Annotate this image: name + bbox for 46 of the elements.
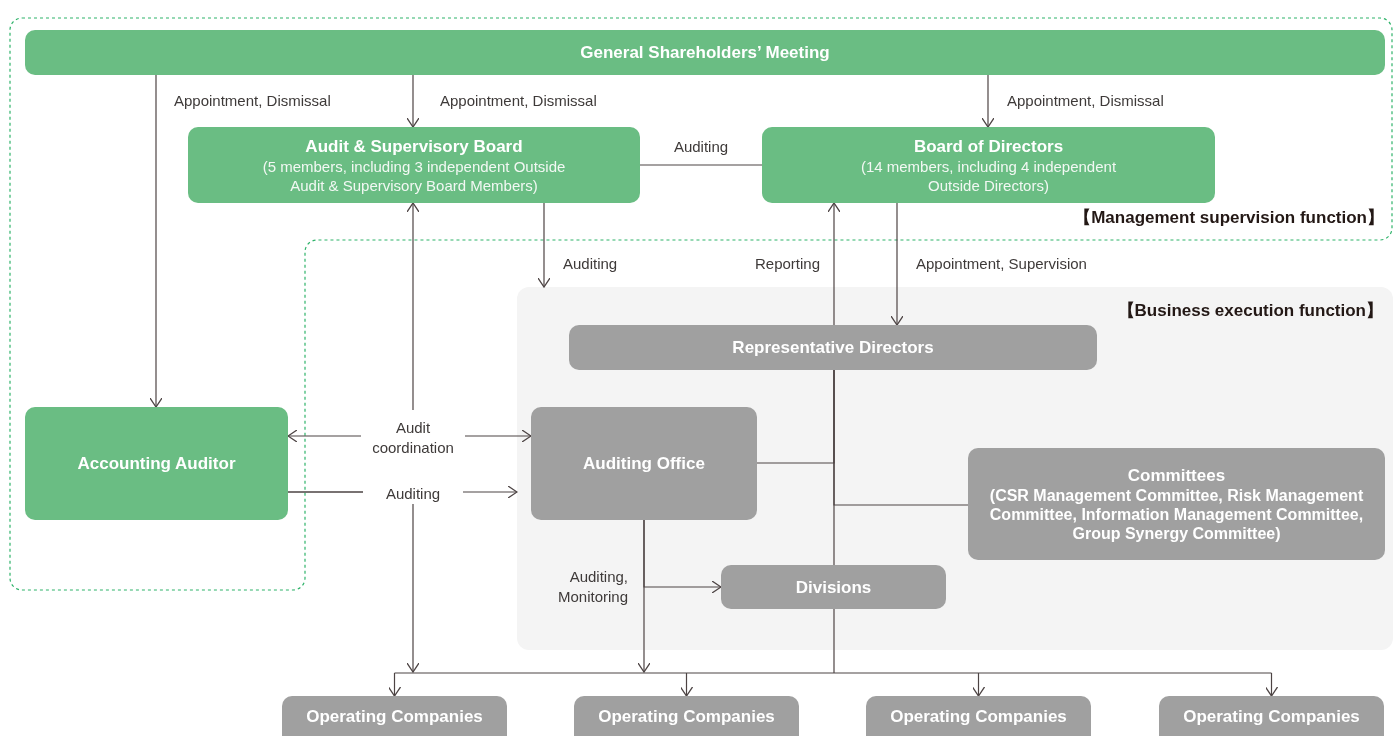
region-panel [517, 287, 1393, 650]
box-subtitle: (14 members, including 4 independent Outside Directors) [859, 156, 1118, 195]
arrow [1264, 672, 1279, 697]
process-box [531, 407, 757, 520]
arrow [971, 672, 986, 697]
box-title: Committees [1127, 465, 1226, 486]
box-label: Operating Companies [890, 705, 1067, 727]
arrow [637, 519, 651, 673]
connector-line [833, 369, 835, 566]
box-label: Auditing Office [583, 453, 705, 474]
process-box [866, 696, 1091, 736]
box-label: Divisions [795, 576, 872, 598]
process-box [188, 127, 640, 203]
box-label: Accounting Auditor [77, 453, 236, 474]
arrow [406, 202, 420, 411]
process-box [574, 696, 799, 736]
arrow [406, 74, 420, 128]
arrow [149, 74, 163, 408]
box-label: General Shareholders’ Meeting [580, 42, 830, 63]
box-subtitle: (5 members, including 3 independent Outside Audit & Supervisory Board Members) [261, 156, 567, 195]
process-box [762, 127, 1215, 203]
box-label: Representative Directors [732, 337, 934, 358]
process-box [1159, 696, 1384, 736]
box-subtitle: (CSR Management Committee, Risk Management Committee, Information Management Committee, Group Synergy Committee) [988, 486, 1365, 543]
arrow [537, 202, 551, 288]
arrow [890, 202, 904, 326]
arrow [981, 74, 995, 128]
arrow [827, 202, 841, 326]
box-label: Operating Companies [1183, 705, 1360, 727]
process-box [25, 407, 288, 520]
process-box [569, 325, 1097, 370]
box-title: Board of Directors [913, 135, 1064, 157]
connector-line [393, 672, 1273, 674]
process-box [968, 448, 1385, 560]
connector-line [639, 164, 763, 166]
process-box [721, 565, 946, 609]
box-label: Operating Companies [306, 705, 483, 727]
section-heading: 【Management supervision function】 [1074, 207, 1384, 229]
process-box [282, 696, 507, 736]
box-label: Operating Companies [598, 705, 775, 727]
process-box [25, 30, 1385, 75]
connector-line [833, 608, 835, 674]
section-heading: 【Business execution function】 [1117, 300, 1383, 322]
arrow [387, 672, 402, 697]
arrow [679, 672, 694, 697]
box-title: Audit & Supervisory Board [305, 135, 523, 157]
